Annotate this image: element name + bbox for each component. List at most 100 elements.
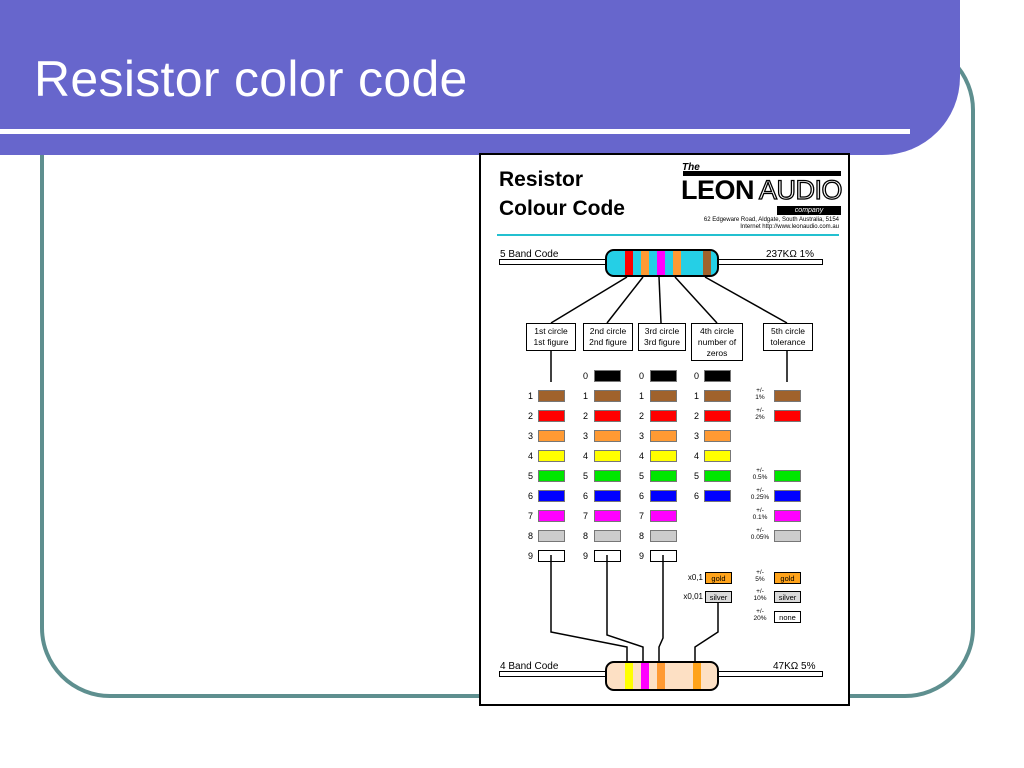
col5-green-swatch <box>774 470 801 482</box>
col1-digit-label: 7 <box>527 511 533 521</box>
four-band-value: 47KΩ 5% <box>773 661 816 672</box>
col5-blue-swatch <box>774 490 801 502</box>
resistor-color-code-chart: Resistor Colour Code The LEON AUDIO comp… <box>479 153 850 706</box>
col4-digit-label: 3 <box>693 431 699 441</box>
four-band-resistor <box>605 661 719 691</box>
col2-digit-label: 3 <box>582 431 588 441</box>
col3-digit-label: 2 <box>638 411 644 421</box>
header-4th-line2: number of <box>697 337 737 347</box>
tolerance-percent: 0.1% <box>752 514 768 521</box>
connector-lines <box>550 276 788 661</box>
line-band2 <box>606 276 644 324</box>
tolerance-sign: +/- <box>756 407 764 414</box>
col3-digit-label: 8 <box>638 531 644 541</box>
col4-orange-swatch <box>704 430 731 442</box>
col2-brown-swatch <box>594 390 621 402</box>
col4-gold-swatch: gold <box>705 572 732 584</box>
col4-blue-swatch <box>704 490 731 502</box>
col4-yellow-swatch <box>704 450 731 462</box>
col4-green-swatch <box>704 470 731 482</box>
header-1st-line1: 1st circle <box>534 326 568 336</box>
tolerance-percent: 2% <box>755 414 765 421</box>
line-4band-2 <box>606 555 644 661</box>
col4-digit-label: 2 <box>693 411 699 421</box>
line-band3 <box>658 276 662 324</box>
col1-digit-label: 8 <box>527 531 533 541</box>
col2-green-swatch <box>594 470 621 482</box>
logo-leon-text: LEON <box>681 175 755 205</box>
five-band-value: 237KΩ 1% <box>766 249 815 260</box>
cyan-divider <box>497 234 839 236</box>
address-block: 62 Edgeware Road, Aldgate, South Austral… <box>684 217 839 231</box>
col1-digit-label: 6 <box>527 491 533 501</box>
tolerance-sign: +/- <box>756 569 764 576</box>
header-3rd-line1: 3rd circle <box>644 326 680 336</box>
col1-digit-label: 4 <box>527 451 533 461</box>
header-4th-line1: 4th circle <box>699 326 734 336</box>
tolerance-label: +/-5% <box>749 569 771 583</box>
col5-gold-swatch: gold <box>774 572 801 584</box>
address-line: 62 Edgeware Road, Aldgate, South Austral… <box>703 217 839 223</box>
col3-orange-swatch <box>650 430 677 442</box>
col3-brown-swatch <box>650 390 677 402</box>
res5-band-orange <box>673 251 681 275</box>
tolerance-label: +/-0.5% <box>749 467 771 481</box>
col1-brown-swatch <box>538 390 565 402</box>
leon-audio-logo: The LEON AUDIO company 62 Edgeware Road,… <box>679 162 843 238</box>
col3-digit-label: 6 <box>638 491 644 501</box>
header-3rd-circle: 3rd circle 3rd figure <box>638 323 686 351</box>
col1-orange-swatch <box>538 430 565 442</box>
col2-digit-label: 4 <box>582 451 588 461</box>
tolerance-label: +/-20% <box>749 608 771 622</box>
line-4band-4 <box>694 603 719 661</box>
col2-digit-label: 2 <box>582 411 588 421</box>
col3-digit-label: 5 <box>638 471 644 481</box>
header-2nd-circle: 2nd circle 2nd figure <box>583 323 633 351</box>
header-1st-circle: 1st circle 1st figure <box>526 323 576 351</box>
tolerance-percent: 10% <box>753 595 767 602</box>
col1-digit-label: 9 <box>527 551 533 561</box>
logo-the-text: The <box>682 162 700 173</box>
col2-digit-label: 7 <box>582 511 588 521</box>
col1-digit-label: 2 <box>527 411 533 421</box>
col5-brown-swatch <box>774 390 801 402</box>
col5-violet-swatch <box>774 510 801 522</box>
five-band-label: 5 Band Code <box>500 249 559 260</box>
col2-violet-swatch <box>594 510 621 522</box>
col5-grey-swatch <box>774 530 801 542</box>
logo-company-text: company <box>777 206 841 215</box>
col4-digit-label: 1 <box>693 391 699 401</box>
col2-black-swatch <box>594 370 621 382</box>
col4-digit-label: 0 <box>693 371 699 381</box>
line-4band-3 <box>658 555 664 661</box>
tolerance-label: +/-0.1% <box>749 507 771 521</box>
header-1st-line2: 1st figure <box>533 337 569 347</box>
col4-digit-label: 4 <box>693 451 699 461</box>
title-underline <box>0 129 910 134</box>
col2-digit-label: 9 <box>582 551 588 561</box>
res4-band-yellow <box>625 663 633 689</box>
tolerance-sign: +/- <box>756 588 764 595</box>
col1-blue-swatch <box>538 490 565 502</box>
col5-red-swatch <box>774 410 801 422</box>
col2-digit-label: 1 <box>582 391 588 401</box>
col3-digit-label: 1 <box>638 391 644 401</box>
res4-band-gold <box>693 663 701 689</box>
tolerance-sign: +/- <box>756 527 764 534</box>
res5-band-brown <box>703 251 711 275</box>
line-band4 <box>674 276 718 324</box>
col2-digit-label: 6 <box>582 491 588 501</box>
header-4th-circle: 4th circle number of zeros <box>691 323 743 361</box>
col1-red-swatch <box>538 410 565 422</box>
header-4th-line3: zeros <box>706 348 728 358</box>
chart-title: Resistor Colour Code <box>499 165 625 223</box>
tolerance-label: +/-0.05% <box>749 527 771 541</box>
res4-band-violet <box>641 663 649 689</box>
four-band-label: 4 Band Code <box>500 661 559 672</box>
chart-title-line2: Colour Code <box>499 197 625 220</box>
col2-digit-label: 8 <box>582 531 588 541</box>
col2-yellow-swatch <box>594 450 621 462</box>
header-5th-line2: tolerance <box>770 337 806 347</box>
col5-none-swatch: none <box>774 611 801 623</box>
tolerance-label: +/-1% <box>749 387 771 401</box>
